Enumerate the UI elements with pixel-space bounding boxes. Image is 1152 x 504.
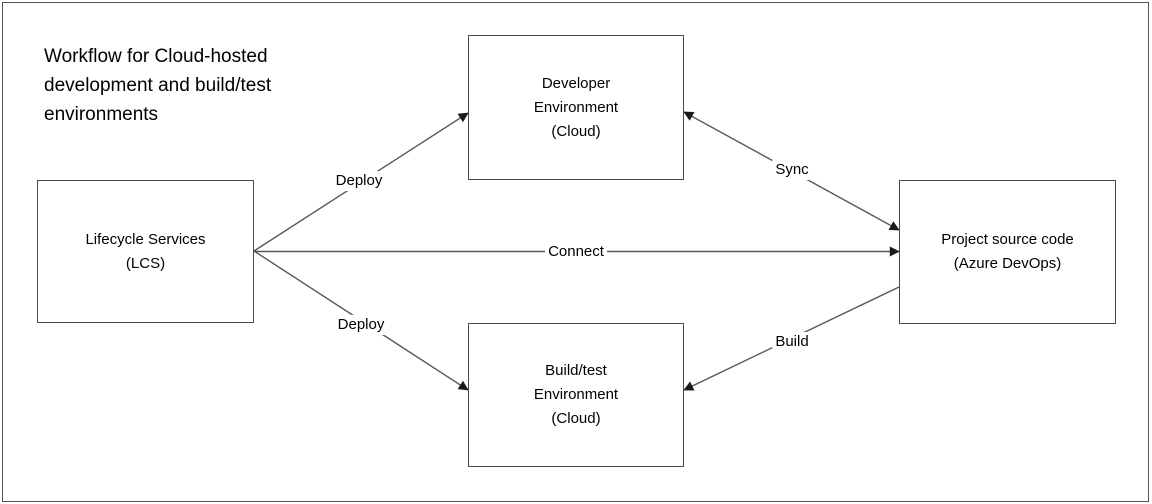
node-developer-environment: Developer Environment (Cloud) — [468, 35, 684, 180]
edge-label-deploy-developer: Deploy — [332, 171, 386, 191]
node-label-line: Build/test — [545, 362, 607, 379]
node-label-line: (Cloud) — [551, 410, 601, 427]
node-label-line: Lifecycle Services — [85, 230, 206, 248]
node-label-line: (Azure DevOps) — [953, 255, 1062, 272]
edge-label-deploy-buildtest: Deploy — [334, 315, 388, 335]
edge-label-build: Build — [772, 332, 812, 352]
node-label-line: (LCS) — [125, 254, 166, 272]
edge-label-sync: Sync — [772, 160, 812, 180]
node-lifecycle-services: Lifecycle Services (LCS) — [37, 180, 254, 323]
node-label-line: Environment — [533, 98, 619, 116]
node-label-line: Project source code — [941, 231, 1074, 248]
node-project-source-code: Project source code (Azure DevOps) — [899, 180, 1116, 324]
node-label-line: Environment — [533, 386, 619, 403]
edge-label-connect: Connect — [545, 242, 607, 262]
node-buildtest-environment: Build/test Environment (Cloud) — [468, 323, 684, 467]
node-label-line: (Cloud) — [551, 122, 601, 140]
node-label-line: Developer — [541, 74, 611, 92]
diagram-title: Workflow for Cloud-hosted development an… — [44, 46, 272, 125]
